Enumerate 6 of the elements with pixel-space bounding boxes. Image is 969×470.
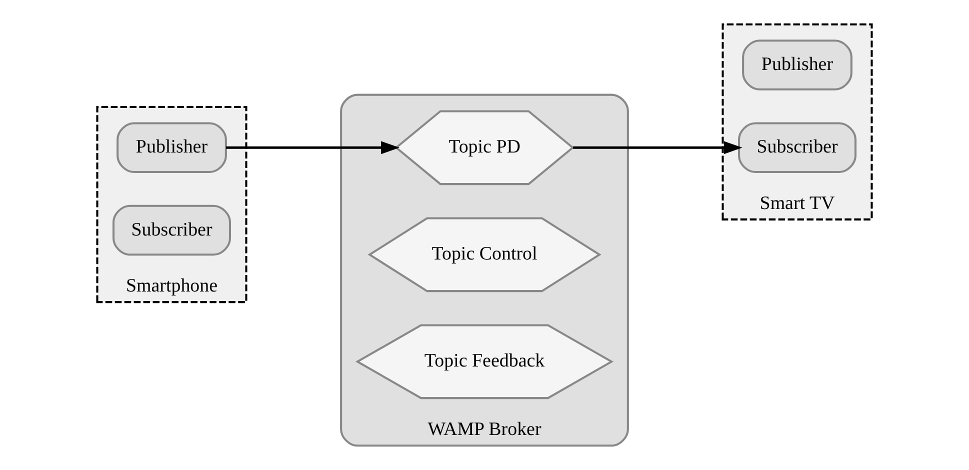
node-box: Subscriber bbox=[112, 204, 231, 256]
node-box: Subscriber bbox=[738, 122, 856, 174]
node-box: Publisher bbox=[116, 122, 227, 174]
arrow bbox=[226, 141, 400, 154]
node-box: Publisher bbox=[742, 40, 852, 90]
arrow bbox=[573, 141, 742, 154]
